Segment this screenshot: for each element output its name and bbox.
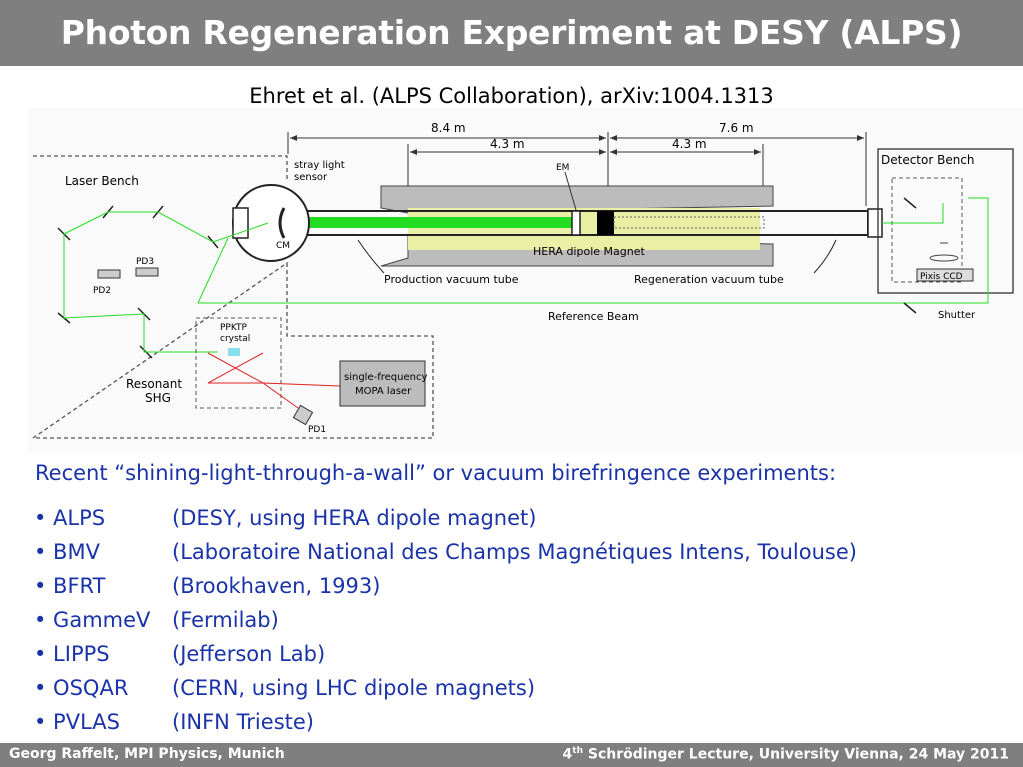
mopa-laser-box bbox=[339, 360, 426, 407]
shg-label-1: Resonant bbox=[126, 377, 182, 391]
shg-box bbox=[195, 317, 282, 409]
footer-event-ordinal: th bbox=[572, 746, 583, 756]
detector-bench-outline bbox=[877, 148, 1014, 294]
dim-total-right: 7.6 m bbox=[719, 121, 754, 135]
experiment-name: • GammeV bbox=[34, 608, 151, 632]
laser-bench-label: Laser Bench bbox=[65, 174, 139, 188]
ppktp-label-2: crystal bbox=[220, 334, 250, 344]
experiment-desc: (Brookhaven, 1993) bbox=[172, 574, 381, 598]
experiment-name: • LIPPS bbox=[34, 642, 110, 666]
experiment-desc: (Fermilab) bbox=[172, 608, 279, 632]
experiment-name: • BFRT bbox=[34, 574, 106, 598]
end-mirror bbox=[571, 210, 581, 236]
dim-half-right: 4.3 m bbox=[672, 137, 707, 151]
stray-light-label-1: stray light bbox=[294, 160, 345, 171]
shg-label-2: SHG bbox=[145, 391, 171, 405]
footer-bar: Georg Raffelt, MPI Physics, Munich 4th S… bbox=[0, 743, 1023, 767]
regeneration-tube-label: Regeneration vacuum tube bbox=[634, 273, 784, 286]
footer-event-number: 4 bbox=[562, 746, 573, 763]
mopa-label-2: MOPA laser bbox=[355, 386, 412, 397]
experiment-name: • BMV bbox=[34, 540, 100, 564]
pd1-label: PD1 bbox=[308, 425, 326, 435]
cavity-mirror bbox=[278, 207, 286, 239]
experiment-desc: (Laboratoire National des Champs Magnéti… bbox=[172, 540, 857, 564]
production-tube-label: Production vacuum tube bbox=[384, 273, 519, 286]
intro-text: Recent “shining-light-through-a-wall” or… bbox=[35, 461, 837, 485]
dim-total-left: 8.4 m bbox=[431, 121, 466, 135]
stray-light-label-2: sensor bbox=[294, 172, 328, 183]
pd3-label: PD3 bbox=[136, 257, 154, 267]
slide-subtitle: Ehret et al. (ALPS Collaboration), arXiv… bbox=[249, 84, 774, 108]
cm-label: CM bbox=[276, 241, 290, 251]
mopa-label-1: single-frequency bbox=[344, 372, 427, 383]
footer-event: 4th Schrödinger Lecture, University Vien… bbox=[563, 746, 1009, 763]
slide-title: Photon Regeneration Experiment at DESY (… bbox=[60, 13, 963, 52]
dim-half-left: 4.3 m bbox=[490, 137, 525, 151]
laser-bench-outline bbox=[30, 155, 434, 439]
experiment-desc: (INFN Trieste) bbox=[172, 710, 314, 734]
ppktp-label-1: PPKTP bbox=[220, 323, 248, 333]
dimension-arrowheads bbox=[290, 135, 864, 155]
footer-author: Georg Raffelt, MPI Physics, Munich bbox=[9, 746, 285, 762]
production-beam bbox=[283, 217, 575, 228]
footer-event-text: Schrödinger Lecture, University Vienna, … bbox=[582, 746, 1009, 763]
dimension-lines bbox=[287, 132, 867, 220]
shutter-label: Shutter bbox=[938, 310, 976, 321]
detector-bench-label: Detector Bench bbox=[881, 153, 975, 167]
pixis-ccd bbox=[916, 268, 974, 282]
em-label: EM bbox=[556, 163, 569, 173]
shg-cavity-beams bbox=[207, 352, 341, 409]
experiment-name: • ALPS bbox=[34, 506, 106, 530]
experiment-desc: (Jefferson Lab) bbox=[172, 642, 326, 666]
laser-bench-beam bbox=[63, 211, 269, 353]
pixis-label: Pixis CCD bbox=[920, 272, 963, 282]
experiment-name: • OSQAR bbox=[34, 676, 129, 700]
experiment-desc: (CERN, using LHC dipole magnets) bbox=[172, 676, 536, 700]
tube-end-flange bbox=[867, 208, 883, 238]
alps-setup-diagram: Laser Bench 8.4 m 7.6 m 4.3 m 4.3 m HERA… bbox=[28, 108, 1023, 453]
experiment-desc: (DESY, using HERA dipole magnet) bbox=[172, 506, 537, 530]
magnet-field-region bbox=[408, 208, 760, 250]
title-bar bbox=[0, 0, 1023, 66]
light-wall bbox=[597, 211, 614, 235]
reference-beam-label: Reference Beam bbox=[548, 310, 639, 323]
experiment-name: • PVLAS bbox=[34, 710, 120, 734]
reference-beam-line bbox=[198, 197, 989, 304]
regeneration-path bbox=[613, 216, 765, 229]
pd2-label: PD2 bbox=[93, 286, 111, 296]
ppktp-crystal bbox=[228, 348, 240, 356]
hera-label: HERA dipole Magnet bbox=[533, 245, 645, 258]
